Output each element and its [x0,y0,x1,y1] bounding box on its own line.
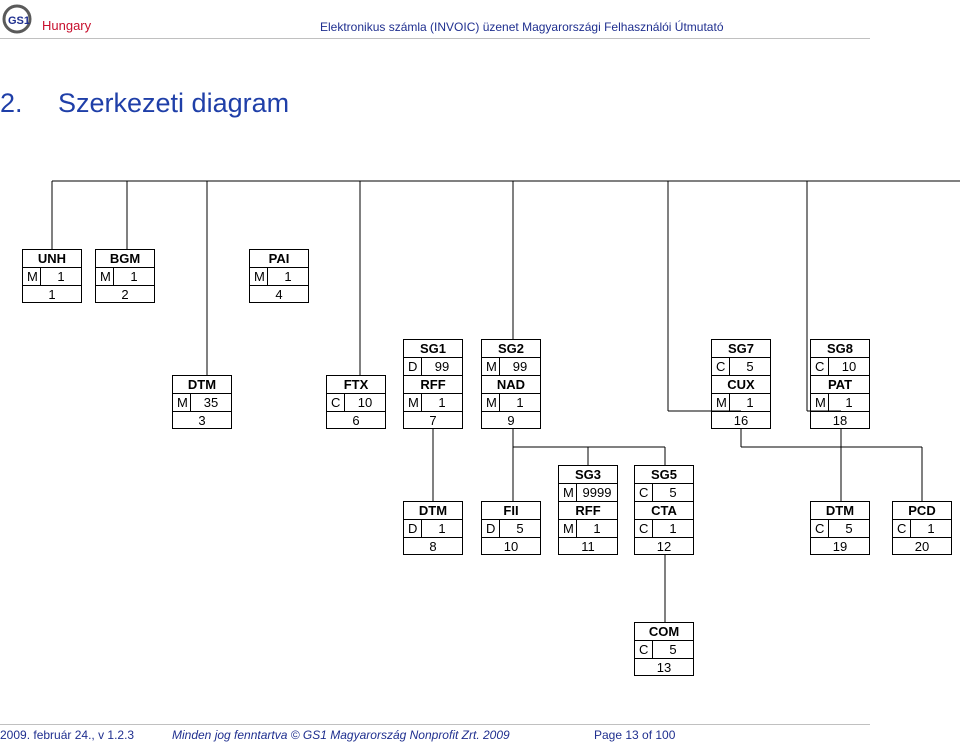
gs1-logo-icon: GS1 [2,4,32,34]
section-number: 2. [0,88,23,118]
document-title: Elektronikus számla (INVOIC) üzenet Magy… [320,20,724,34]
footer-divider [0,724,870,725]
header-divider [0,38,870,39]
svg-text:GS1: GS1 [8,15,30,27]
country-label: Hungary [42,18,92,33]
section-title: Szerkezeti diagram [58,88,290,118]
footer-date-version: 2009. február 24., v 1.2.3 [0,728,135,742]
page-header: GS1 Hungary Elektronikus számla (INVOIC)… [0,0,960,40]
footer-page-number: Page 13 of 100 [594,728,676,742]
section-heading: 2. Szerkezeti diagram [0,88,289,119]
footer-copyright: Minden jog fenntartva © GS1 Magyarország… [172,728,510,742]
